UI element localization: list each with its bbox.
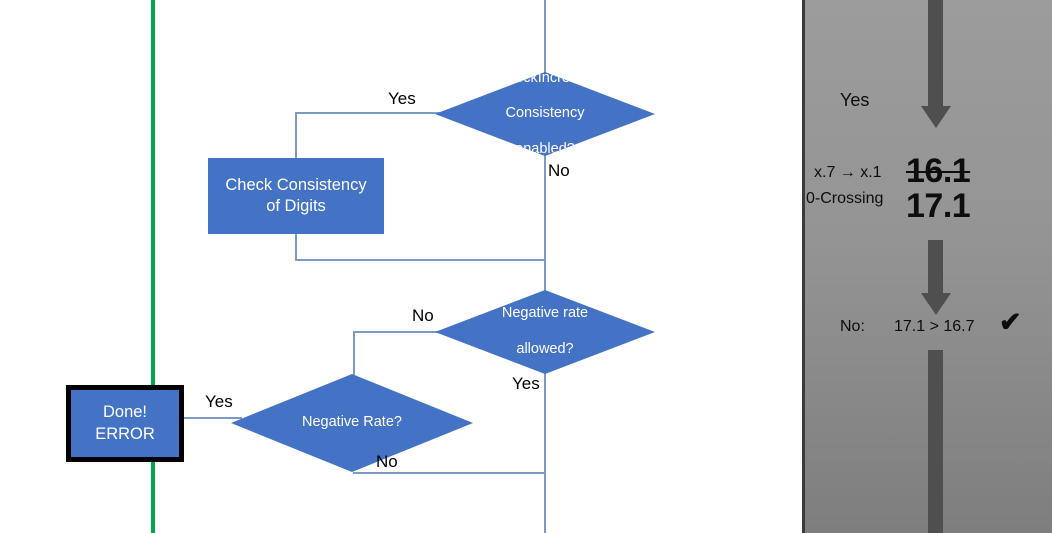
panel-comparison-prefix: No: <box>840 318 865 335</box>
connector-negative-allowed-no-vertical <box>353 331 355 375</box>
edge-label-checkincrease-yes: Yes <box>388 89 416 108</box>
edge-label-negative-allowed-yes: Yes <box>512 374 540 393</box>
decision-negative-rate-allowed[interactable]: Negative rate allowed? <box>435 290 655 374</box>
panel-arrow-1-shaft <box>928 0 943 106</box>
connector-negative-allowed-no-horizontal <box>353 331 445 333</box>
decision-checkincrease-line1: CheckIncrease <box>496 69 594 86</box>
panel-annotation-line1: x.7 → x.1 <box>814 164 882 181</box>
terminal-done-error-label: Done! ERROR <box>95 402 155 445</box>
connector-negative-rate-no-horizontal <box>353 472 546 474</box>
decision-negative-rate-label: Negative Rate? <box>302 414 402 431</box>
panel-value-struck: 16.1 <box>906 152 971 190</box>
decision-negative-rate-allowed-line1: Negative rate <box>501 305 589 322</box>
process-check-consistency-label: Check Consistency of Digits <box>225 175 366 218</box>
edge-label-checkincrease-no: No <box>548 161 570 180</box>
connector-negative-rate-yes-horizontal <box>172 417 242 419</box>
panel-comparison: 17.1 > 16.7 <box>894 318 975 335</box>
decision-negative-rate-allowed-line2: allowed? <box>516 340 574 357</box>
edge-label-negative-rate-no: No <box>376 452 398 471</box>
process-check-consistency-line1: Check Consistency <box>225 175 367 194</box>
decision-negative-rate[interactable]: Negative Rate? <box>231 374 473 472</box>
connector-main-spine-top <box>544 0 546 90</box>
terminal-done-error-line2: ERROR <box>95 424 155 443</box>
connector-check-consistency-return-horizontal <box>295 259 546 261</box>
connector-checkincrease-yes-vertical <box>295 112 297 159</box>
panel-arrow-2-shaft <box>928 240 943 293</box>
edge-label-negative-rate-yes: Yes <box>205 392 233 411</box>
green-section-divider-line <box>151 0 155 533</box>
process-check-consistency-of-digits[interactable]: Check Consistency of Digits <box>208 158 384 234</box>
terminal-done-error[interactable]: Done! ERROR <box>66 385 184 462</box>
connector-main-spine-below-negative-allowed <box>544 365 546 533</box>
panel-arrow-1-head <box>921 106 951 128</box>
edge-label-negative-allowed-no: No <box>412 306 434 325</box>
side-panel: Yes x.7 → x.1 0-Crossing 16.1 17.1 No: 1… <box>802 0 1052 533</box>
connector-checkincrease-yes-horizontal <box>295 112 445 114</box>
decision-negative-rate-allowed-label: Negative rate allowed? <box>466 305 624 358</box>
decision-checkincrease-line2: Consistency <box>505 105 585 122</box>
terminal-done-error-line1: Done! <box>102 403 148 422</box>
connector-check-consistency-return-vertical <box>295 233 297 261</box>
panel-arrow-2-head <box>921 293 951 315</box>
panel-value-kept: 17.1 <box>906 187 971 225</box>
panel-annotation-line2: 0-Crossing <box>806 190 884 207</box>
panel-checkmark-icon: ✔ <box>999 307 1022 337</box>
connector-main-spine-between-diamonds <box>544 155 546 300</box>
panel-arrow-3-shaft <box>928 350 943 533</box>
panel-yes-label: Yes <box>840 90 870 110</box>
process-check-consistency-line2: of Digits <box>266 197 326 215</box>
decision-checkincrease-line3: enabled? <box>515 140 575 157</box>
